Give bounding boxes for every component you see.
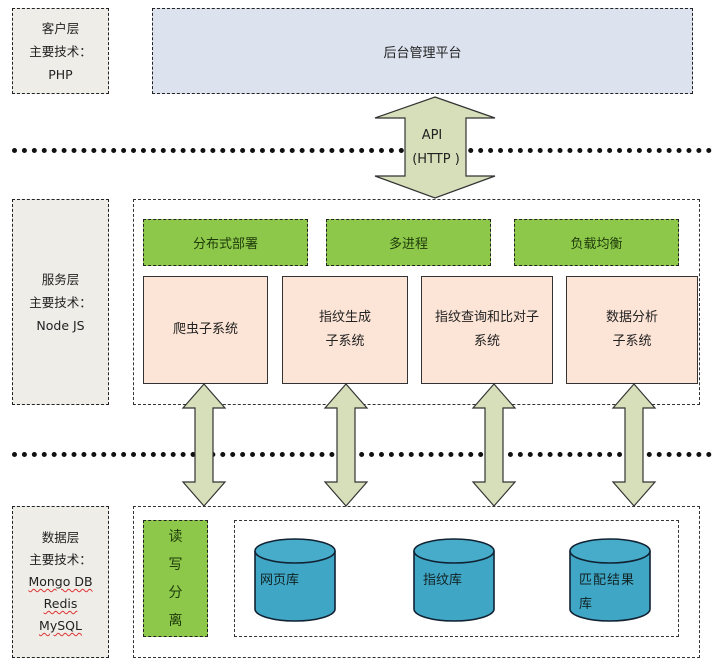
double-arrow-data-analysis (611, 383, 657, 507)
feature-label: 负载均衡 (570, 237, 623, 252)
read-write-split-box: 读 写 分 离 (143, 520, 208, 637)
database-group (234, 520, 679, 637)
data-tier-label: 数据层 主要技术： Mongo DB Redis MySQL (12, 506, 109, 658)
service-tier-tech: Node JS (36, 317, 85, 333)
subsystem-fingerprint-query-compare: 指纹查询和比对子 系统 (421, 276, 553, 384)
tier-separator-bottom (12, 452, 712, 457)
subsystem-label: 子系统 (325, 334, 365, 349)
subsystem-data-analysis: 数据分析 子系统 (566, 276, 698, 384)
subsystem-label: 指纹生成 (318, 310, 371, 325)
data-tier-tech-mongodb: Mongo DB (28, 574, 93, 589)
api-label: API (422, 128, 443, 143)
database-fingerprint: 指纹库 (413, 537, 495, 627)
service-tier-name: 服务层 (41, 271, 80, 287)
feature-label: 多进程 (388, 237, 428, 252)
double-arrow-crawler (181, 383, 227, 507)
database-label: 库 (579, 597, 594, 609)
api-protocol-label: (HTTP ) (412, 152, 460, 167)
database-cylinder-icon (569, 538, 651, 622)
data-tier-tech-redis: Redis (43, 596, 78, 611)
subsystem-label: 指纹查询和比对子 (434, 310, 539, 325)
subsystem-label: 爬虫子系统 (172, 322, 238, 337)
feature-load-balancing: 负载均衡 (514, 219, 679, 266)
feature-multi-process: 多进程 (326, 219, 491, 266)
client-tier-name: 客户层 (41, 20, 80, 36)
database-label: 匹配结果 (579, 573, 636, 588)
rw-split-char: 写 (168, 556, 183, 573)
double-arrow-fingerprint-query (471, 383, 517, 507)
subsystem-fingerprint-generation: 指纹生成 子系统 (282, 276, 408, 384)
rw-split-char: 读 (168, 528, 183, 545)
subsystem-crawler: 爬虫子系统 (143, 276, 268, 384)
database-cylinder-icon (413, 538, 495, 622)
service-tier-container (133, 199, 700, 405)
database-label: 网页库 (260, 573, 300, 588)
rw-split-char: 离 (168, 612, 183, 629)
database-webpage: 网页库 (254, 537, 336, 627)
client-tier-tech: PHP (48, 66, 73, 82)
feature-distributed-deploy: 分布式部署 (143, 219, 308, 266)
database-label: 指纹库 (423, 573, 463, 588)
client-tier-label: 客户层 主要技术： PHP (12, 8, 109, 94)
admin-platform-box: 后台管理平台 (152, 8, 693, 94)
service-tier-tech-label: 主要技术： (29, 294, 92, 310)
database-match-results: 匹配结果 库 (569, 537, 651, 627)
data-tier-tech-mysql: MySQL (39, 618, 82, 633)
admin-platform-label: 后台管理平台 (383, 45, 462, 61)
data-tier-container (133, 506, 700, 658)
subsystem-label: 子系统 (612, 334, 652, 349)
database-cylinder-icon (254, 538, 336, 622)
tier-separator-top (12, 148, 712, 153)
data-tier-tech-label: 主要技术： (29, 552, 92, 567)
api-double-arrow (374, 96, 496, 199)
client-tier-tech-label: 主要技术： (29, 43, 92, 59)
subsystem-label: 系统 (473, 334, 500, 349)
service-tier-label: 服务层 主要技术： Node JS (12, 199, 109, 405)
double-arrow-fingerprint-generation (323, 383, 369, 507)
rw-split-char: 分 (168, 584, 183, 601)
subsystem-label: 数据分析 (605, 310, 658, 325)
feature-label: 分布式部署 (192, 237, 258, 252)
data-tier-name: 数据层 (41, 530, 80, 545)
